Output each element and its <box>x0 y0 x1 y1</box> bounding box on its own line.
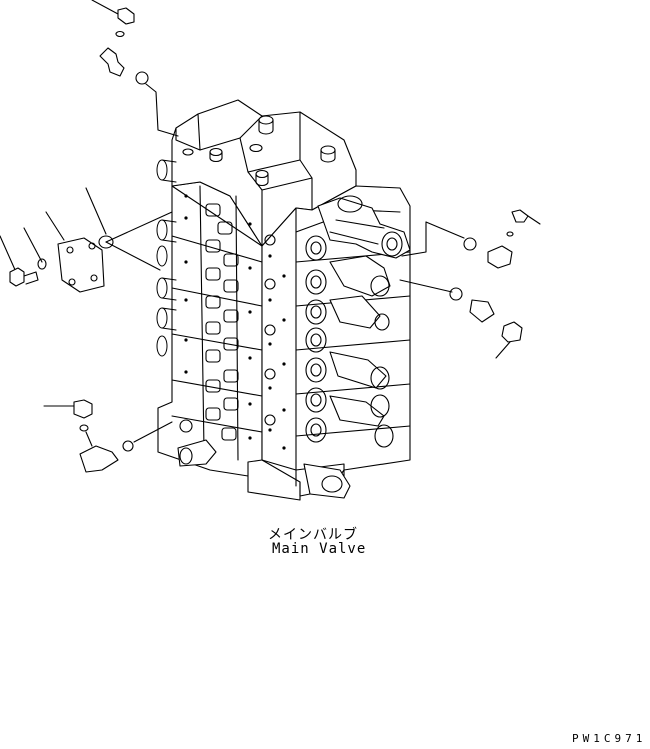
bottom-left-parts <box>44 400 172 472</box>
lower-left-fitting <box>178 420 216 466</box>
caption-japanese: メインバルブ <box>268 527 358 543</box>
left-face-fittings <box>184 194 286 450</box>
top-cap-bolts <box>183 116 335 186</box>
caption-english: Main Valve <box>272 541 367 557</box>
left-side-caps <box>157 160 176 356</box>
main-valve-body <box>158 100 410 500</box>
right-face-spool-caps <box>304 196 410 498</box>
left-parts <box>0 188 172 292</box>
right-parts <box>400 210 540 358</box>
drawing-code: PW1C971 <box>572 732 647 745</box>
top-left-parts <box>92 0 178 136</box>
